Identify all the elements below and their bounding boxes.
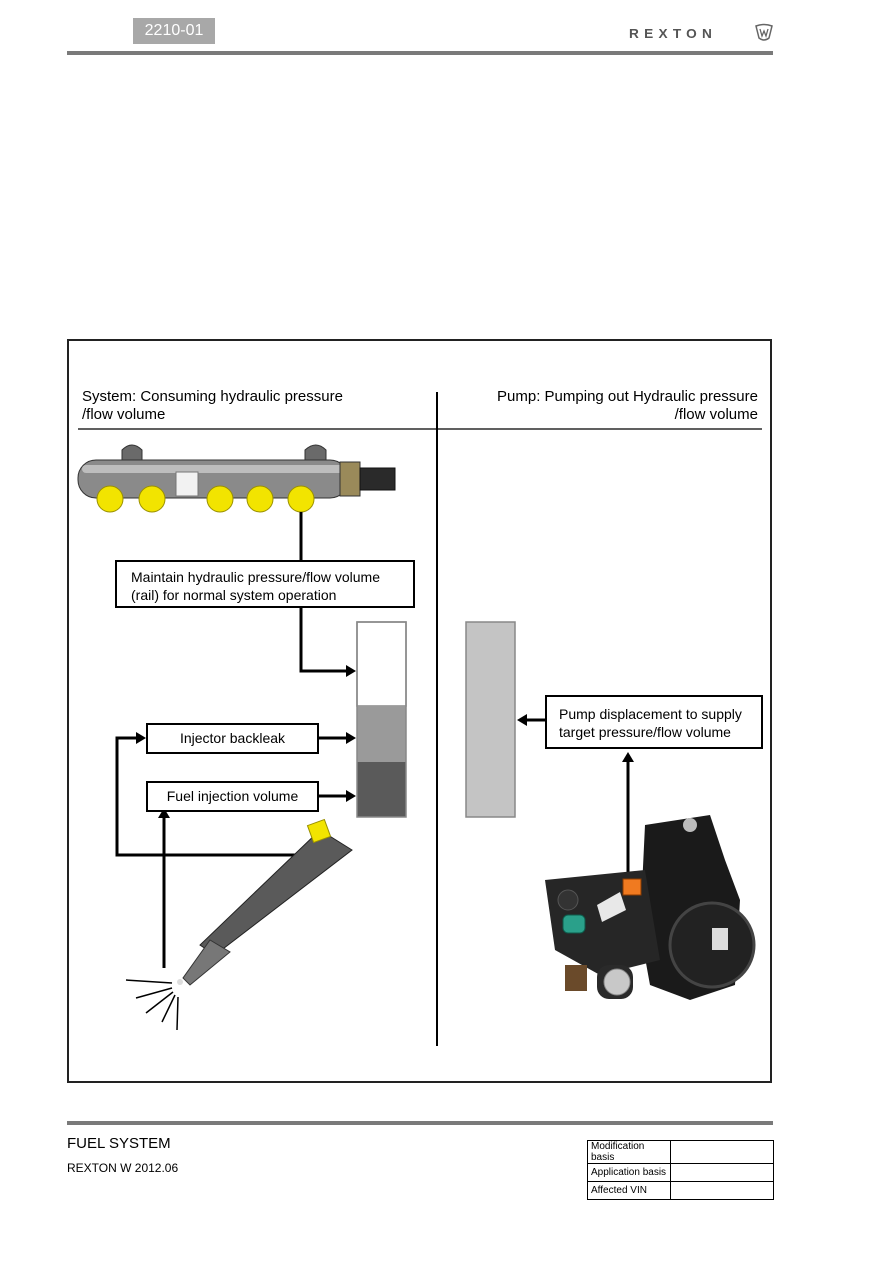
left-heading-line-2: /flow volume [82, 406, 166, 423]
pump-box-line-2: target pressure/flow volume [559, 724, 731, 740]
brand-logo-text: REXTON [629, 26, 718, 41]
table-label: Modification basis [587, 1140, 671, 1164]
rail-box-line-1: Maintain hydraulic pressure/flow volume [131, 569, 380, 585]
table-label: Affected VIN [587, 1181, 671, 1200]
brand-emblem-icon [755, 23, 773, 41]
table-value [670, 1140, 774, 1164]
injector-image [125, 818, 353, 1031]
left-heading: System: Consuming hydraulic pressure /fl… [82, 388, 343, 424]
footer-section-title: FUEL SYSTEM [67, 1135, 171, 1152]
table-row: Modification basis [587, 1140, 774, 1164]
footer-model: REXTON W 2012.06 [67, 1161, 179, 1175]
left-heading-line-1: System: Consuming hydraulic pressure [82, 388, 343, 405]
rail-box-line-2: (rail) for normal system operation [131, 587, 337, 603]
table-row: Affected VIN [587, 1181, 774, 1200]
high-pressure-pump-image [545, 815, 756, 1000]
right-heading-line-2: /flow volume [674, 406, 758, 423]
system-level-bar [356, 621, 407, 818]
pump-displacement-box: Pump displacement to supply target press… [545, 695, 763, 749]
modification-table: Modification basis Application basis Aff… [587, 1140, 774, 1200]
page-code: 2210-01 [133, 18, 215, 44]
fuel-injection-volume-label: Fuel injection volume [146, 781, 319, 812]
rail-pressure-box: Maintain hydraulic pressure/flow volume … [115, 560, 415, 608]
right-heading-line-1: Pump: Pumping out Hydraulic pressure [497, 388, 758, 405]
diagram-frame [67, 339, 772, 1083]
footer-rule [67, 1121, 773, 1125]
header-rule [67, 51, 773, 55]
table-row: Application basis [587, 1163, 774, 1182]
table-label: Application basis [587, 1163, 671, 1182]
table-value [670, 1163, 774, 1182]
pump-box-line-1: Pump displacement to supply [559, 706, 742, 722]
common-rail-image [77, 444, 396, 513]
injector-backleak-label: Injector backleak [146, 723, 319, 754]
table-value [670, 1181, 774, 1200]
pump-level-bar [465, 621, 516, 818]
right-heading: Pump: Pumping out Hydraulic pressure /fl… [440, 388, 758, 424]
